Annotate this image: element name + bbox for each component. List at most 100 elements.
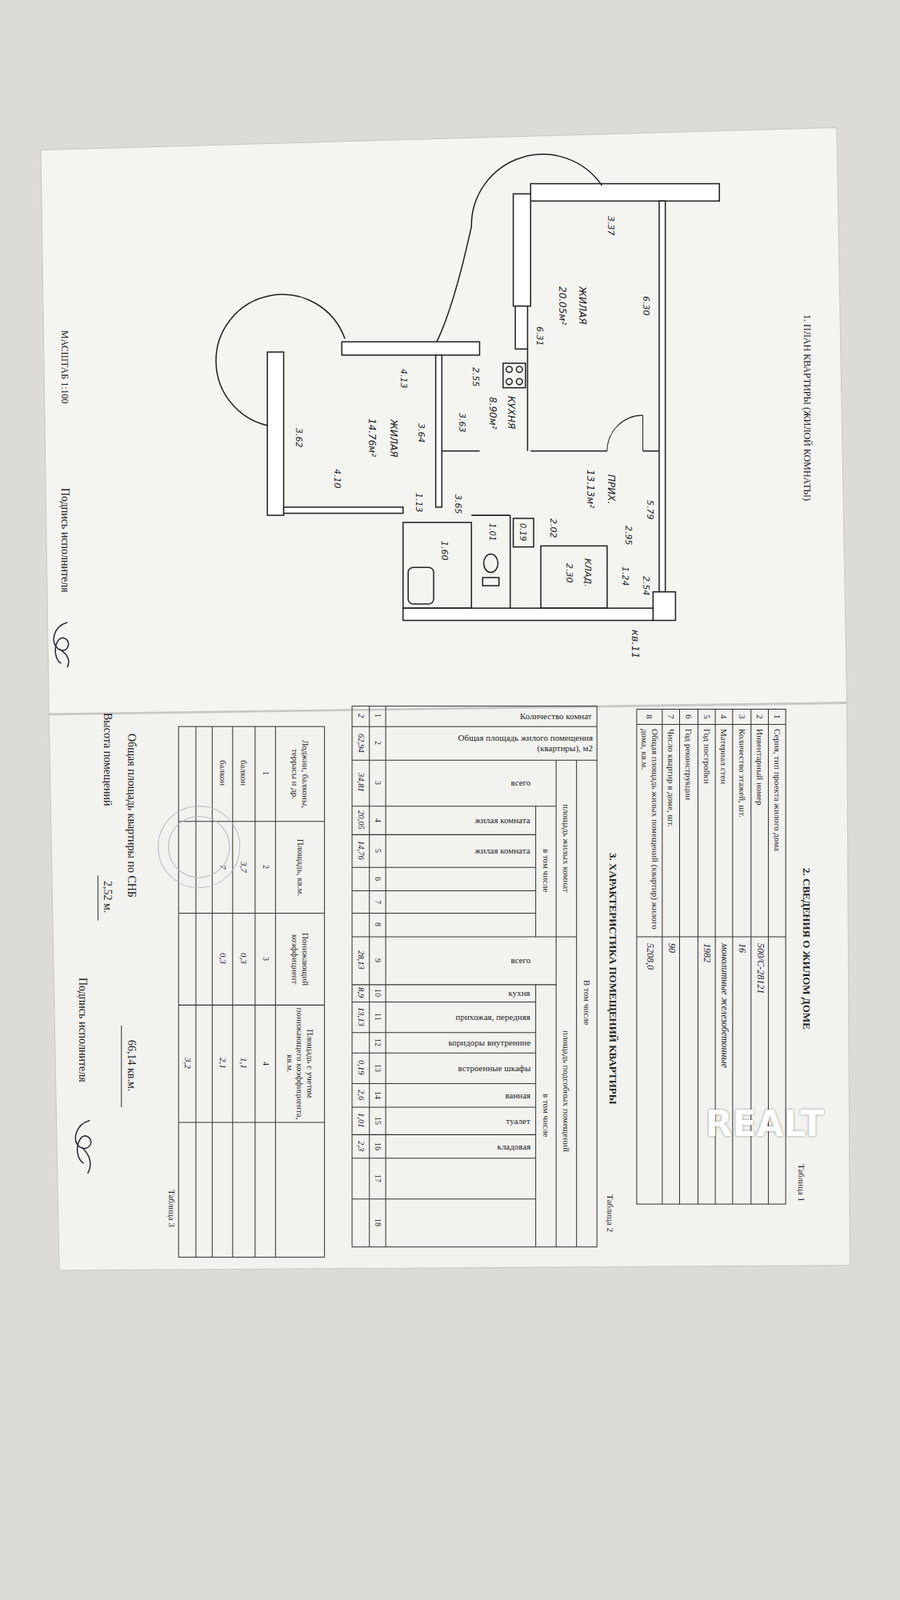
column-number: 17: [372, 1174, 383, 1184]
column-number: 10: [372, 988, 383, 998]
handwritten-value: 16: [736, 943, 748, 954]
room-name: ЖИЛАЯ: [387, 419, 399, 459]
table-cell: Материал стен: [719, 728, 730, 786]
table-cell: 13,13: [356, 1007, 366, 1028]
room-area: 14.76м²: [365, 418, 377, 459]
signature-caption: Подпись исполнителя: [75, 977, 88, 1084]
dimension: 1.24: [619, 566, 630, 588]
faint-stamp: [158, 806, 240, 888]
table-cell: 3,7: [239, 861, 250, 874]
room-area: 20.05м²: [556, 286, 568, 327]
column-number: 7: [372, 900, 383, 905]
column-number: 3: [260, 956, 271, 962]
table-cell: балкон: [217, 760, 228, 788]
column-number: 13: [372, 1064, 383, 1073]
table-cell: 28,13: [356, 950, 366, 971]
row-number: 4: [719, 714, 730, 720]
row-number: 1: [772, 714, 783, 720]
dimension: 2.55: [469, 367, 480, 388]
handwritten-value: 1982: [700, 943, 712, 964]
table-caption: Таблица 2: [605, 1194, 616, 1234]
footer-note: Общая площадь квартиры по СНБ: [124, 733, 138, 899]
column-number: 1: [260, 771, 271, 776]
column-header: Площадь, кв.м.: [295, 838, 306, 897]
column-number: 11: [372, 1012, 383, 1022]
column-header: Понижающий коэффициент: [290, 916, 311, 1002]
dimension: 2.95: [622, 525, 633, 547]
dimension: 4.10: [332, 468, 343, 490]
footer-note: Высота помещений: [100, 712, 114, 808]
column-header: коридоры внутренние: [448, 1037, 532, 1048]
dimension: 3.65: [452, 494, 463, 516]
table-cell: 62,94: [356, 733, 366, 754]
handwritten-value: монолитные железобетонные: [718, 943, 730, 1069]
table-cell: Серия, тип проекта жилого дома: [772, 728, 783, 852]
table-cell: 3,2: [182, 1057, 193, 1070]
section-heading: 1. ПЛАН КВАРТИРЫ (ЖИЛОЙ КОМНАТЫ): [800, 314, 812, 503]
row-number: 2: [754, 714, 765, 720]
column-number: 9: [372, 958, 383, 964]
table-cell: Общая площадь жилых помещений (квартир) …: [640, 728, 660, 932]
table-cell: 0,19: [356, 1060, 366, 1076]
group-header: площадь жилых комнат: [561, 804, 572, 894]
table-cell: 1,1: [239, 1057, 250, 1070]
row-number: 3: [736, 714, 748, 720]
column-number: 16: [372, 1142, 383, 1152]
column-header: встроенные шкафы: [458, 1063, 532, 1074]
table-cell: 7: [217, 864, 228, 871]
column-number: 4: [372, 818, 383, 824]
handwritten-value: 5208,0: [644, 943, 656, 971]
table-cell: 34,81: [356, 772, 366, 793]
column-number: 15: [372, 1116, 383, 1126]
column-number: 18: [372, 1218, 383, 1228]
column-number: 2: [372, 740, 383, 746]
column-number: 14: [372, 1091, 383, 1100]
room-name: КЛАД.: [581, 558, 592, 588]
column-number: 5: [372, 848, 383, 854]
room-area: 8.90м²: [486, 396, 498, 431]
column-header: Количество комнат: [520, 711, 593, 722]
table-cell: 14,76: [356, 840, 366, 861]
underlines: [97, 875, 121, 1108]
table-2-grid: [352, 706, 597, 1248]
group-header: в том числе: [540, 1093, 552, 1139]
column-header: кладовая: [497, 1141, 532, 1152]
dimension: 1.60: [439, 540, 450, 562]
column-number: 2: [260, 864, 271, 870]
column-number: 4: [260, 1061, 271, 1067]
column-header: прихожая, передняя: [456, 1012, 532, 1023]
section-heading: 3. ХАРАКТЕРИСТИКА ПОМЕЩЕНИЙ КВАРТИРЫ: [606, 852, 619, 1106]
table-cell: Инвентарный номер: [754, 728, 765, 807]
apartment-number: кв.11: [628, 629, 641, 660]
dimension: 2.02: [547, 518, 558, 540]
row-number: 5: [701, 714, 712, 720]
table-cell: Количество этажей, шт.: [736, 728, 748, 819]
dimension: 5.79: [644, 500, 655, 521]
row-number: 6: [684, 714, 695, 720]
dimension: 3.62: [292, 428, 304, 449]
floor-plan: [216, 154, 720, 621]
column-header: жилая комната: [475, 815, 532, 826]
dimension: 3.63: [456, 412, 467, 434]
table-caption: Таблица 3: [166, 1189, 177, 1229]
table-cell: 2,3: [356, 1140, 366, 1153]
column-header: туалет: [506, 1116, 532, 1127]
room-area: 0.19: [518, 523, 528, 543]
column-number: 12: [372, 1038, 383, 1048]
dimension: 2.54: [640, 576, 651, 597]
column-header: кухня: [508, 988, 532, 999]
group-header: В том числе: [581, 980, 592, 1027]
table-cell: Год реконструкции: [684, 728, 695, 802]
dimension: 6.31: [533, 326, 544, 348]
group-header: площадь подсобных помещений: [561, 1030, 572, 1153]
group-header: в том числе: [540, 848, 552, 894]
dimension: 6.30: [640, 296, 651, 317]
table-cell: 2,6: [356, 1089, 366, 1102]
section-heading: 2. СВЕДЕНИЯ О ЖИЛОМ ДОМЕ: [800, 868, 812, 1031]
column-header: жилая комната: [475, 845, 532, 856]
footer-value: 2,52 м.: [100, 880, 114, 915]
column-number: 3: [372, 780, 383, 786]
watermark: REALT: [705, 1104, 826, 1145]
column-number: 6: [372, 876, 383, 882]
